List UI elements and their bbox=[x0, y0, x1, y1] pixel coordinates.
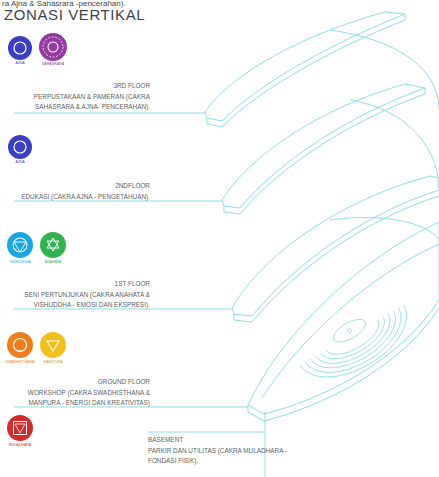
ground-floor-edge bbox=[248, 308, 439, 421]
chakra-name: VISHUDDHA bbox=[0, 260, 40, 265]
floor-name: 3RD FLOOR bbox=[10, 81, 150, 91]
seating-row bbox=[300, 305, 421, 394]
leader-line bbox=[14, 407, 248, 408]
zone-description: EDUKASI (CAKRA AJNA - PENGETAHUAN). bbox=[5, 192, 150, 202]
cropped-caption: ra Ajna & Sahasrara -pencerahan). bbox=[2, 0, 202, 10]
leader-line bbox=[14, 201, 222, 202]
shell-curve bbox=[330, 30, 439, 110]
chakra-name: AJNA bbox=[0, 160, 40, 165]
floor-name: 2NDFLOOR bbox=[5, 181, 150, 191]
shell-curve bbox=[330, 218, 439, 240]
first-floor-plate bbox=[232, 176, 439, 316]
muladhara-icon bbox=[7, 415, 33, 441]
leader-line bbox=[14, 309, 232, 310]
anahata-icon bbox=[40, 232, 66, 258]
vishuddha-icon bbox=[7, 232, 33, 258]
chakra-name: SWADHISTHANA bbox=[0, 360, 45, 365]
amphitheater-seating bbox=[294, 294, 421, 395]
ground-floor-plate bbox=[248, 222, 439, 414]
chakra-name: SAHASRARA bbox=[33, 62, 73, 67]
diagram-title: ZONASI VERTIKAL bbox=[4, 6, 145, 23]
floor-name: BASEMENT bbox=[148, 435, 298, 445]
zone-description: WORKSHOP (CAKRA SWADHISTHANA & MANPURA -… bbox=[5, 388, 150, 407]
second-floor-edge bbox=[224, 88, 425, 214]
leader-line bbox=[14, 113, 205, 114]
first-floor-edge bbox=[234, 196, 439, 322]
seating-row bbox=[305, 308, 414, 388]
chakra-name: AJNA bbox=[0, 61, 40, 66]
ajna-icon bbox=[8, 135, 32, 159]
third-floor-edge bbox=[207, 14, 405, 127]
chakra-name: MANIPURA bbox=[33, 360, 73, 365]
third-floor-plate bbox=[205, 12, 405, 121]
floor-name: GROUND FLOOR bbox=[5, 377, 150, 387]
stage-center bbox=[347, 328, 352, 333]
swadhisthana-icon bbox=[7, 332, 33, 358]
chakra-name: MULADHARA bbox=[0, 443, 40, 448]
zone-description: PERPUSTAKAAN & PAMERAN (CAKRA SAHASRARA … bbox=[10, 92, 150, 111]
chakra-name: ANAHATA bbox=[33, 260, 73, 265]
second-floor-plate bbox=[222, 84, 425, 208]
sahasrara-icon bbox=[39, 33, 67, 61]
shell-curve bbox=[350, 100, 439, 190]
zone-description: PARKIR DAN UTILITAS (CAKRA MULADHARA - F… bbox=[148, 446, 298, 465]
seating-row bbox=[321, 317, 392, 369]
floor-plates bbox=[205, 12, 439, 421]
ajna-icon bbox=[8, 36, 32, 60]
stage-platform bbox=[330, 315, 369, 347]
floor-name: 1ST FLOOR bbox=[5, 279, 150, 289]
core-line bbox=[265, 412, 266, 477]
ground-floor-rim bbox=[262, 244, 439, 398]
manipura-icon bbox=[40, 332, 66, 358]
leader-line bbox=[148, 432, 265, 433]
zone-description: SENI PERTUNJUKAN (CAKRA ANAHATA & VISHUD… bbox=[5, 290, 150, 309]
